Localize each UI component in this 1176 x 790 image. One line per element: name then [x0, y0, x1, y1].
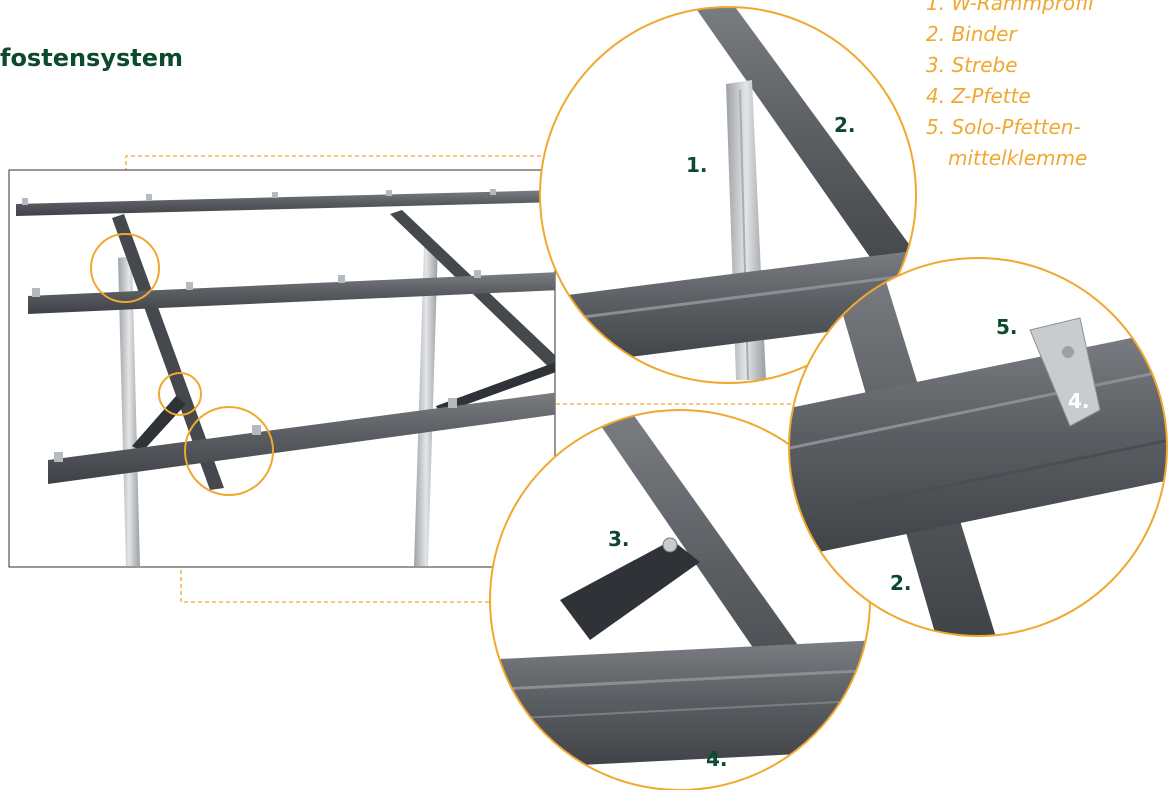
detail-circle-right: 5. 4. 2.: [788, 257, 1168, 637]
bottom-label-3: 3.: [608, 527, 630, 551]
clamps: [22, 189, 496, 462]
ramm-post-back: [414, 244, 438, 566]
top-purlin: [560, 250, 916, 366]
purlin-3: [48, 392, 555, 484]
purlin-1: [16, 190, 555, 216]
legend-item-4: 4. Z-Pfette: [926, 84, 1031, 108]
bottom-strut: [560, 540, 700, 640]
top-label-4: 4.: [834, 227, 856, 251]
top-label-2: 2.: [834, 113, 856, 137]
parts-legend: 1. W-Rammprofil 2. Binder 3. Strebe 4. Z…: [926, 0, 1094, 174]
right-label-4: 4.: [1068, 389, 1090, 413]
legend-item-5-continued: mittelklemme: [948, 146, 1088, 170]
legend-item-3: 3. Strebe: [926, 53, 1018, 77]
highlight-circle-binder: [90, 233, 160, 303]
legend-item-1: 1. W-Rammprofil: [926, 0, 1094, 15]
ramm-post-front: [118, 256, 140, 566]
solo-clamp: [1029, 317, 1101, 427]
legend-item-2: 2. Binder: [926, 22, 1017, 46]
bottom-purlin: [490, 640, 870, 770]
overview-image: [8, 169, 556, 568]
right-label-5: 5.: [996, 315, 1018, 339]
bottom-bolt: [662, 537, 678, 553]
detail-circle-top: 1. 2. 4.: [539, 6, 917, 384]
top-binder: [690, 7, 916, 300]
overview-frame: [8, 169, 556, 568]
highlight-circle-strut: [158, 372, 202, 416]
top-label-1: 1.: [686, 153, 708, 177]
connector-top: [125, 155, 556, 172]
bottom-label-4: 4.: [706, 747, 728, 771]
highlight-circle-clamp: [184, 406, 274, 496]
right-label-2: 2.: [890, 571, 912, 595]
legend-item-5: 5. Solo-Pfetten-: [926, 115, 1081, 139]
detail-circle-bottom: 3. 4.: [489, 409, 871, 790]
page-title: fostensystem: [0, 44, 184, 72]
purlin-2: [28, 272, 555, 314]
strut-back: [436, 362, 555, 414]
strut-front: [132, 396, 186, 452]
